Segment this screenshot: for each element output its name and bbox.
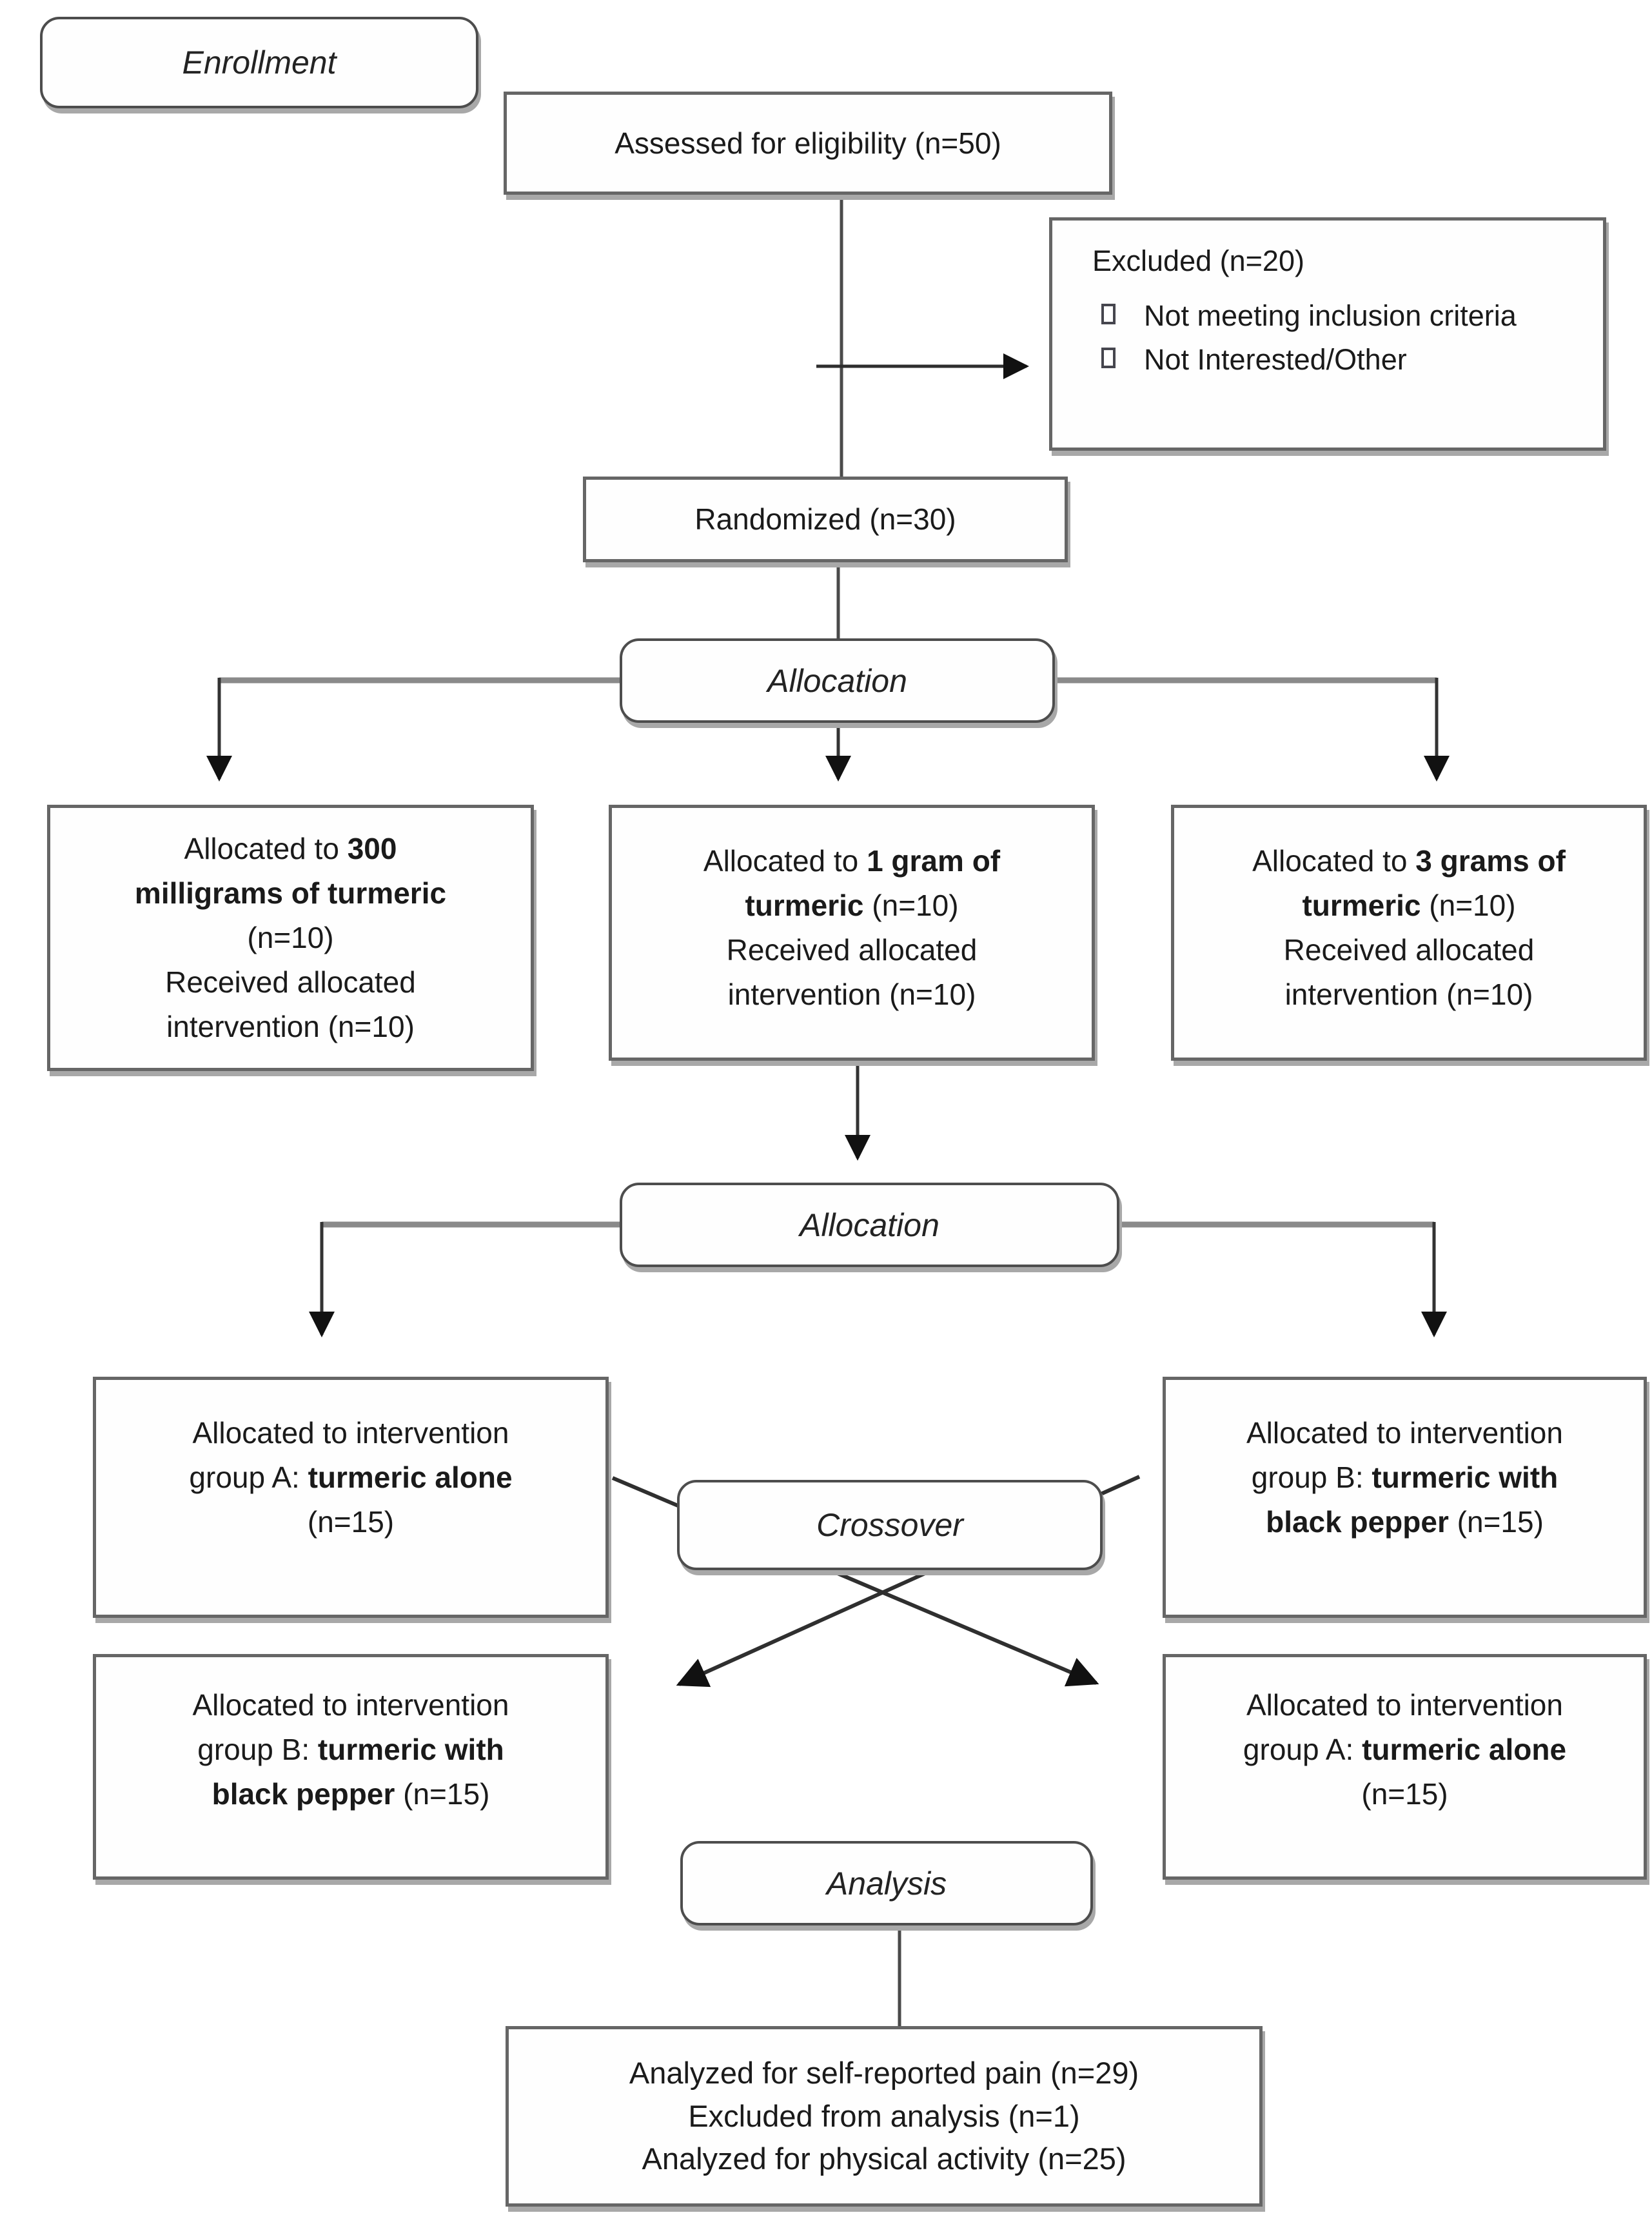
text-segment-bold: turmeric alone	[1362, 1733, 1567, 1766]
stage-crossover: Crossover	[677, 1480, 1103, 1570]
bullet-square-icon	[1101, 348, 1116, 368]
box-analyzed: Analyzed for self-reported pain (n=29) Ex…	[506, 2026, 1263, 2207]
text-segment: intervention (n=10)	[166, 1010, 415, 1043]
text-segment: Allocated to intervention	[1246, 1416, 1563, 1450]
text-segment-bold: turmeric	[1302, 889, 1421, 922]
text-line: Allocated to 300	[184, 827, 397, 871]
text-segment-bold: 3 grams of	[1415, 844, 1566, 878]
text-line: group A: turmeric alone	[1243, 1728, 1566, 1772]
text-segment: (n=10)	[863, 889, 959, 922]
text-segment-bold: turmeric with	[317, 1733, 504, 1766]
text-segment: intervention (n=10)	[1284, 978, 1533, 1011]
box-randomized-label: Randomized (n=30)	[694, 502, 956, 536]
text-segment: (n=15)	[395, 1777, 490, 1811]
stage-enrollment-label: Enrollment	[182, 44, 337, 81]
text-line: Received allocated	[727, 928, 978, 972]
stage-allocation-first: Allocation	[620, 638, 1055, 723]
text-segment-bold: black pepper	[1266, 1505, 1449, 1539]
text-segment: group B:	[197, 1733, 318, 1766]
box-group-b-first: Allocated to intervention group B: turmer…	[1163, 1377, 1647, 1618]
text-segment-bold: turmeric	[745, 889, 864, 922]
text-segment-bold: turmeric alone	[308, 1461, 513, 1494]
box-group-b-second: Allocated to intervention group B: turmer…	[93, 1654, 609, 1880]
text-segment: group A:	[189, 1461, 308, 1494]
stage-allocation-second-label: Allocation	[800, 1206, 939, 1243]
text-segment: (n=15)	[1448, 1505, 1544, 1539]
text-segment-bold: milligrams of turmeric	[134, 876, 447, 910]
text-line: (n=15)	[1361, 1772, 1448, 1816]
text-segment: group A:	[1243, 1733, 1362, 1766]
text-line: intervention (n=10)	[728, 972, 976, 1017]
box-assessed-label: Assessed for eligibility (n=50)	[615, 126, 1001, 160]
text-segment: Received allocated	[726, 933, 978, 967]
box-alloc-300mg: Allocated to 300 milligrams of turmeric (n…	[47, 805, 534, 1071]
text-segment-bold: turmeric with	[1372, 1461, 1559, 1494]
text-segment-bold: 1 gram of	[867, 844, 1001, 878]
text-line: Allocated to 3 grams of	[1252, 839, 1566, 883]
bullet-item: Not meeting inclusion criteria	[1092, 297, 1517, 335]
text-segment-bold: 300	[347, 832, 397, 865]
text-segment: group B:	[1251, 1461, 1372, 1494]
stage-enrollment: Enrollment	[40, 17, 478, 108]
text-segment: Received allocated	[1283, 933, 1535, 967]
text-segment: (n=15)	[307, 1505, 395, 1539]
text-segment: Analyzed for self-reported pain (n=29)	[629, 2055, 1139, 2090]
text-segment: Received allocated	[165, 965, 416, 999]
text-segment: Allocated to	[1252, 844, 1416, 878]
bullet-item-label: Not meeting inclusion criteria	[1144, 299, 1517, 332]
text-line: Excluded from analysis (n=1)	[688, 2095, 1079, 2138]
stage-analysis: Analysis	[680, 1841, 1093, 1925]
text-line: milligrams of turmeric	[135, 871, 446, 916]
text-segment: (n=10)	[247, 921, 334, 954]
text-line: group A: turmeric alone	[189, 1455, 512, 1500]
box-group-a-first: Allocated to intervention group A: turmer…	[93, 1377, 609, 1618]
text-segment-bold: black pepper	[211, 1777, 395, 1811]
text-line: Analyzed for physical activity (n=25)	[642, 2138, 1126, 2181]
text-line: group B: turmeric with	[197, 1728, 504, 1772]
text-line: Allocated to 1 gram of	[703, 839, 1000, 883]
bullet-square-icon	[1101, 303, 1116, 324]
text-line: Received allocated	[165, 960, 416, 1005]
bullet-item: Not Interested/Other	[1092, 341, 1517, 379]
excluded-title: Excluded (n=20)	[1092, 244, 1304, 277]
text-line: Allocated to intervention	[193, 1683, 509, 1728]
text-line: turmeric (n=10)	[745, 883, 958, 928]
bullet-item-label: Not Interested/Other	[1144, 343, 1407, 376]
text-line: Allocated to intervention	[1246, 1683, 1563, 1728]
text-line: Allocated to intervention	[193, 1411, 509, 1455]
text-line: group B: turmeric with	[1252, 1455, 1559, 1500]
text-segment: Allocated to	[703, 844, 867, 878]
box-excluded: Excluded (n=20) Not meeting inclusion cr…	[1049, 217, 1606, 451]
stage-analysis-label: Analysis	[826, 1865, 947, 1902]
text-segment: Excluded from analysis (n=1)	[688, 2098, 1080, 2133]
text-line: turmeric (n=10)	[1302, 883, 1515, 928]
text-line: intervention (n=10)	[166, 1005, 415, 1049]
stage-crossover-label: Crossover	[816, 1507, 963, 1543]
text-segment: Allocated to	[184, 832, 348, 865]
box-group-a-second: Allocated to intervention group A: turmer…	[1163, 1654, 1647, 1880]
text-segment: (n=15)	[1361, 1777, 1448, 1811]
text-segment: (n=10)	[1421, 889, 1516, 922]
text-line: black pepper (n=15)	[212, 1772, 490, 1816]
box-assessed: Assessed for eligibility (n=50)	[504, 92, 1112, 195]
text-segment: Analyzed for physical activity (n=25)	[642, 2141, 1126, 2176]
stage-allocation-second: Allocation	[620, 1183, 1119, 1267]
text-line: (n=10)	[247, 916, 333, 960]
text-line: Received allocated	[1284, 928, 1535, 972]
box-randomized: Randomized (n=30)	[583, 477, 1068, 562]
text-segment: intervention (n=10)	[727, 978, 976, 1011]
text-segment: Allocated to intervention	[192, 1416, 509, 1450]
text-line: Analyzed for self-reported pain (n=29)	[629, 2052, 1139, 2095]
text-segment: Allocated to intervention	[1246, 1688, 1563, 1722]
stage-allocation-first-label: Allocation	[767, 662, 907, 699]
text-line: intervention (n=10)	[1285, 972, 1533, 1017]
text-line: Allocated to intervention	[1246, 1411, 1563, 1455]
text-line: (n=15)	[308, 1500, 394, 1544]
text-segment: Allocated to intervention	[192, 1688, 509, 1722]
text-line: black pepper (n=15)	[1266, 1500, 1544, 1544]
